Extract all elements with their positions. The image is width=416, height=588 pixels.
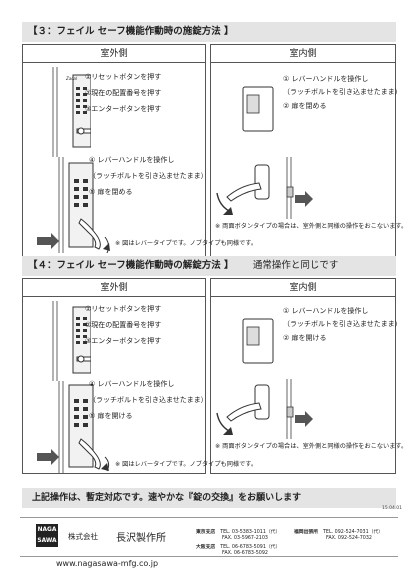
office-tokyo: 東京支店 TEL. 03-5383-1011（代） FAX. 03-5967-21… [196, 530, 280, 542]
sec3-inside-step-2: ② 扉を閉める [283, 102, 327, 110]
sec3-inside-step-1-note: （ラッチボルトを引き込ませたまま） [283, 88, 402, 96]
company-url[interactable]: www.nagasawa-mfg.co.jp [56, 559, 159, 568]
sec3-inside-case-illustration [242, 86, 274, 132]
office-osaka: 大阪支店 TEL. 06-6783-5091（代） FAX. 06-6783-50… [196, 545, 280, 557]
office-tokyo-name: 東京支店 [196, 530, 216, 535]
sec3-inside-lever-illustration [216, 157, 313, 219]
sec3-lock-brand-label: Zacal [66, 76, 77, 81]
sec4-outside-keypad-illustration [52, 301, 91, 381]
sec4-outside-header: 室外側 [23, 279, 205, 297]
sec3-inside-panel: 室内側 ① レバーハンドルを操作し （ラッチボルトを引き込ませたまま） ② 扉を… [115, 44, 407, 258]
sec4-bottom-note: ※ 図はレバータイプです。ノブタイプも同様です。 [115, 461, 258, 468]
section-4-title-aux: 通常操作と同じです [252, 260, 339, 271]
section-4-title-text: 【４：フェイル セーフ機能作動時の解錠方法 】 [28, 260, 234, 271]
logo-line-1: NAGA [37, 525, 57, 533]
office-tokyo-fax: FAX. 03-5967-2103 [222, 536, 268, 541]
sec4-outside-lever-illustration [37, 381, 110, 473]
company-prefix: 株式会社 [68, 532, 98, 541]
document-id: 15.04.01 [381, 506, 402, 511]
sec4-inside-step-1: ① レバーハンドルを操作し [283, 307, 369, 315]
sec4-outside-step-5: ⑤ 扉を開ける [89, 412, 133, 420]
office-osaka-fax: FAX. 06-6783-5092 [222, 551, 268, 556]
footer-top-rule [20, 517, 398, 518]
sec4-outside-step-4-note: （ラッチボルトを引き込ませたまま） [89, 396, 208, 404]
sec3-bottom-note: ※ 図はレバータイプです。ノブタイプも同様です。 [115, 240, 258, 247]
sec3-inside-step-1: ① レバーハンドルを操作し [283, 75, 369, 83]
sec4-outside-panel: 室外側 ①リセットボタンを押す ②現在の配置番号を押す ③エンターボタンを押す [22, 278, 208, 474]
office-osaka-tel: TEL. 06-6783-5091（代） [220, 545, 281, 550]
sec4-inside-step-2: ② 扉を開ける [283, 334, 327, 342]
office-fukuoka: 福岡出張所 TEL. 092-524-7031（代） FAX. 092-524-7… [294, 530, 383, 542]
office-fukuoka-tel: TEL. 092-524-7031（代） [323, 530, 384, 535]
sec4-outside-step-4: ④ レバーハンドルを操作し [89, 380, 175, 388]
sec4-inside-panel: 室内側 ① レバーハンドルを操作し （ラッチボルトを引き込ませたまま） ② 扉を… [115, 278, 407, 474]
sec4-inside-step-1-note: （ラッチボルトを引き込ませたまま） [283, 320, 402, 328]
office-tokyo-tel: TEL. 03-5383-1011（代） [220, 530, 281, 535]
sec4-inside-header: 室内側 [211, 279, 395, 297]
sec3-outside-step-4-note: （ラッチボルトを引き込ませたまま） [89, 172, 208, 180]
sec3-inside-header: 室内側 [211, 45, 395, 63]
sec3-outside-step-1: ①リセットボタンを押す [85, 73, 162, 81]
logo-line-2: SAWA [37, 536, 57, 544]
sec3-outside-step-5: ⑤ 扉を閉める [89, 188, 133, 196]
interim-notice-banner: 上記操作は、暫定対応です。速やかな『錠の交換』をお願いします [22, 488, 396, 508]
sec4-inside-case-illustration [242, 318, 274, 364]
sec4-inside-lever-illustration [216, 379, 313, 439]
sec3-outside-step-4: ④ レバーハンドルを操作し [89, 156, 175, 164]
sec3-outside-step-3: ③エンターボタンを押す [85, 105, 162, 113]
sec4-outside-step-1: ①リセットボタンを押す [85, 305, 162, 313]
sec4-outside-step-2: ②現在の配置番号を押す [85, 321, 162, 329]
section-4-title: 【４：フェイル セーフ機能作動時の解錠方法 】 通常操作と同じです [22, 256, 396, 276]
office-fukuoka-name: 福岡出張所 [294, 530, 318, 535]
sec3-inside-note: ※ 両面ボタンタイプの場合は、室外側と同様の操作をおこないます。 [215, 223, 408, 230]
sec3-outside-lever-illustration [37, 157, 110, 253]
sec3-outside-panel: 室外側 Zacal ①リセットボタンを押す ②現在の配置番号を押す ③エンターボ… [22, 44, 208, 258]
company-name: 長沢製作所 [116, 533, 166, 544]
section-3-title-text: 【３：フェイル セーフ機能作動時の施錠方法 】 [28, 26, 234, 37]
sec3-outside-step-2: ②現在の配置番号を押す [85, 89, 162, 97]
sec4-inside-note: ※ 両面ボタンタイプの場合は、室外側と同様の操作をおこないます。 [215, 443, 408, 450]
section-3-title: 【３：フェイル セーフ機能作動時の施錠方法 】 [22, 22, 396, 42]
office-fukuoka-fax: FAX. 092-524-7032 [326, 536, 372, 541]
footer-bottom-rule [20, 556, 398, 557]
sec3-outside-header: 室外側 [23, 45, 205, 63]
sec3-outside-keypad-illustration [52, 67, 91, 157]
sec4-outside-step-3: ③エンターボタンを押す [85, 337, 162, 345]
company-logo: NAGA SAWA [36, 524, 58, 547]
office-osaka-name: 大阪支店 [196, 545, 216, 550]
